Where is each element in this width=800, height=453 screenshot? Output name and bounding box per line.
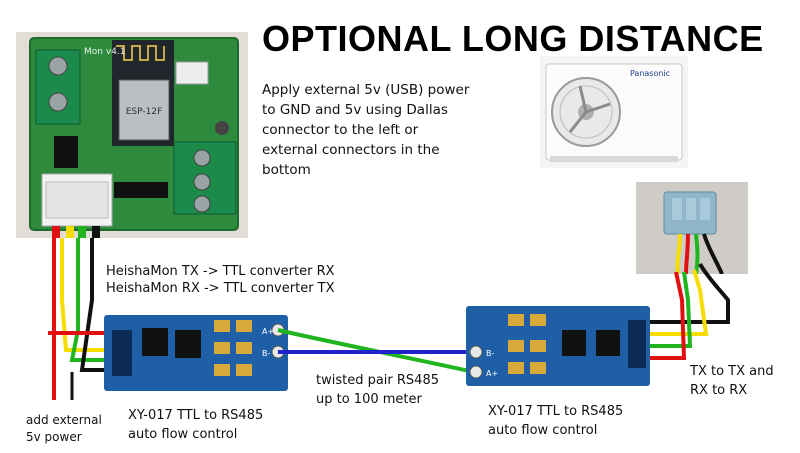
heishamon-wires: [48, 238, 108, 400]
right-converter-a-label: A+: [486, 369, 498, 378]
instruction-line: Apply external 5v (USB) power: [262, 82, 470, 98]
left-converter-a-label: A+: [262, 327, 274, 336]
power-instructions: Apply external 5v (USB) power to GND and…: [262, 80, 522, 180]
twisted-pair-caption: twisted pair RS485 up to 100 meter: [316, 371, 439, 409]
tx-rx-note: TX to TX and RX to RX: [690, 362, 774, 400]
right-converter-model: XY-017 TTL to RS485: [488, 404, 624, 419]
tx-mapping-label: HeishaMon TX -> TTL converter RX: [106, 264, 335, 279]
left-converter-caption: XY-017 TTL to RS485 auto flow control: [128, 406, 263, 444]
tx-rx-line: TX to TX and: [690, 364, 774, 379]
right-converter-caption: XY-017 TTL to RS485 auto flow control: [488, 402, 623, 440]
rx-mapping-label: HeishaMon RX -> TTL converter TX: [106, 281, 335, 296]
board-version-label: Mon v4.1: [84, 47, 125, 57]
external-power-note: add external 5v power: [26, 412, 102, 446]
left-converter-board: A+ B-: [104, 315, 288, 391]
power-note-line: add external: [26, 413, 102, 427]
esp-module-label: ESP-12F: [126, 107, 163, 117]
twisted-pair-distance: up to 100 meter: [316, 392, 422, 407]
tx-rx-line: RX to RX: [690, 383, 748, 398]
instruction-line: connector to the left or: [262, 122, 419, 138]
heatpump-plug-photo: [636, 182, 748, 274]
heat-pump-photo: Panasonic: [540, 56, 688, 168]
instruction-line: to GND and 5v using Dallas: [262, 102, 448, 118]
right-converter-b-label: B-: [486, 349, 494, 358]
panasonic-logo-text: Panasonic: [630, 69, 670, 78]
twisted-pair-type: twisted pair RS485: [316, 373, 439, 388]
right-converter-feature: auto flow control: [488, 423, 598, 438]
instruction-line: bottom: [262, 162, 311, 178]
heishamon-board-photo: ESP-12F Mon v4.1: [16, 32, 248, 238]
left-converter-b-label: B-: [262, 349, 270, 358]
power-note-line: 5v power: [26, 430, 82, 444]
left-converter-feature: auto flow control: [128, 427, 238, 442]
right-converter-board: B- A+: [466, 306, 650, 386]
instruction-line: external connectors in the: [262, 142, 440, 158]
left-converter-model: XY-017 TTL to RS485: [128, 408, 264, 423]
page-title: OPTIONAL LONG DISTANCE: [262, 18, 764, 59]
heatpump-wires: [650, 262, 730, 360]
